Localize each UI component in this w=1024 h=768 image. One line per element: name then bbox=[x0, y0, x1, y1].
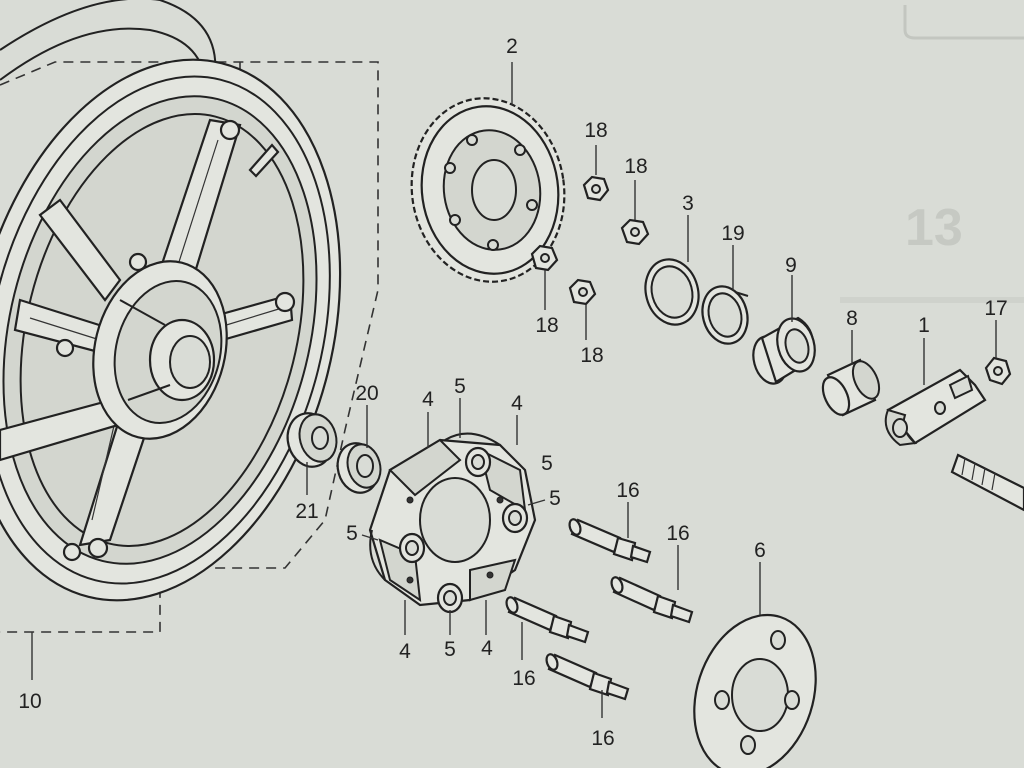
chain-adjuster bbox=[884, 368, 987, 447]
drive-sprocket bbox=[410, 97, 566, 283]
rear-wheel bbox=[0, 0, 342, 602]
plate bbox=[693, 613, 817, 768]
part-labels: 10 2 18 18 18 18 3 19 9 8 1 17 20 21 4 4… bbox=[18, 35, 1007, 750]
nut-d bbox=[568, 278, 597, 306]
label-stud-a: 16 bbox=[616, 479, 639, 502]
nut-a bbox=[582, 175, 610, 202]
label-damper-rubber-d: 4 bbox=[481, 637, 493, 660]
stud-b bbox=[610, 576, 694, 624]
label-damper-rubber-b: 4 bbox=[511, 392, 523, 415]
label-wheel: 10 bbox=[18, 690, 41, 713]
studs bbox=[505, 518, 694, 701]
label-sprocket-nut-b: 18 bbox=[624, 155, 647, 178]
leader-lines bbox=[31, 62, 997, 718]
label-oil-seal: 9 bbox=[785, 254, 797, 277]
label-stud-c: 16 bbox=[512, 667, 535, 690]
label-o-ring: 3 bbox=[682, 192, 694, 215]
label-bearing-left: 21 bbox=[295, 500, 318, 523]
label-sprocket-nut-d: 18 bbox=[580, 344, 603, 367]
label-damper-collar-e: 5 bbox=[541, 452, 553, 475]
stud-c bbox=[505, 596, 590, 644]
sprocket-nuts bbox=[530, 175, 650, 306]
label-damper-collar-b: 5 bbox=[549, 487, 561, 510]
label-damper-rubber-a: 4 bbox=[422, 388, 434, 411]
label-damper-collar-a: 5 bbox=[454, 375, 466, 398]
o-ring bbox=[644, 258, 700, 326]
distance-collar bbox=[821, 358, 881, 417]
nut-c bbox=[530, 244, 559, 272]
label-sprocket-nut-a: 18 bbox=[584, 119, 607, 142]
label-damper-collar-d: 5 bbox=[444, 638, 456, 661]
svg-text:13: 13 bbox=[905, 199, 963, 257]
label-chain-adjuster: 1 bbox=[918, 314, 930, 337]
label-distance-collar: 8 bbox=[846, 307, 858, 330]
label-circlip: 19 bbox=[721, 222, 744, 245]
label-adjuster-nut: 17 bbox=[984, 297, 1007, 320]
damper-collars bbox=[398, 446, 529, 614]
axle bbox=[950, 453, 1024, 512]
circlip bbox=[701, 285, 749, 345]
stud-d bbox=[545, 653, 630, 701]
bearing-left bbox=[286, 412, 338, 468]
oil-seal bbox=[752, 316, 816, 385]
label-plate: 6 bbox=[754, 539, 766, 562]
label-sprocket-nut-c: 18 bbox=[535, 314, 558, 337]
bearing-right bbox=[336, 442, 382, 494]
damper-assembly bbox=[368, 432, 537, 614]
label-damper-rubber-c: 4 bbox=[399, 640, 411, 663]
background-ghost-text: 13 bbox=[840, 5, 1024, 303]
label-sprocket: 2 bbox=[506, 35, 518, 58]
label-bearing-right: 20 bbox=[355, 382, 378, 405]
adjuster-nut bbox=[984, 356, 1012, 386]
stud-a bbox=[568, 518, 652, 564]
label-stud-d: 16 bbox=[591, 727, 614, 750]
label-stud-b: 16 bbox=[666, 522, 689, 545]
label-damper-collar-c: 5 bbox=[346, 522, 358, 545]
nut-b bbox=[620, 218, 650, 246]
